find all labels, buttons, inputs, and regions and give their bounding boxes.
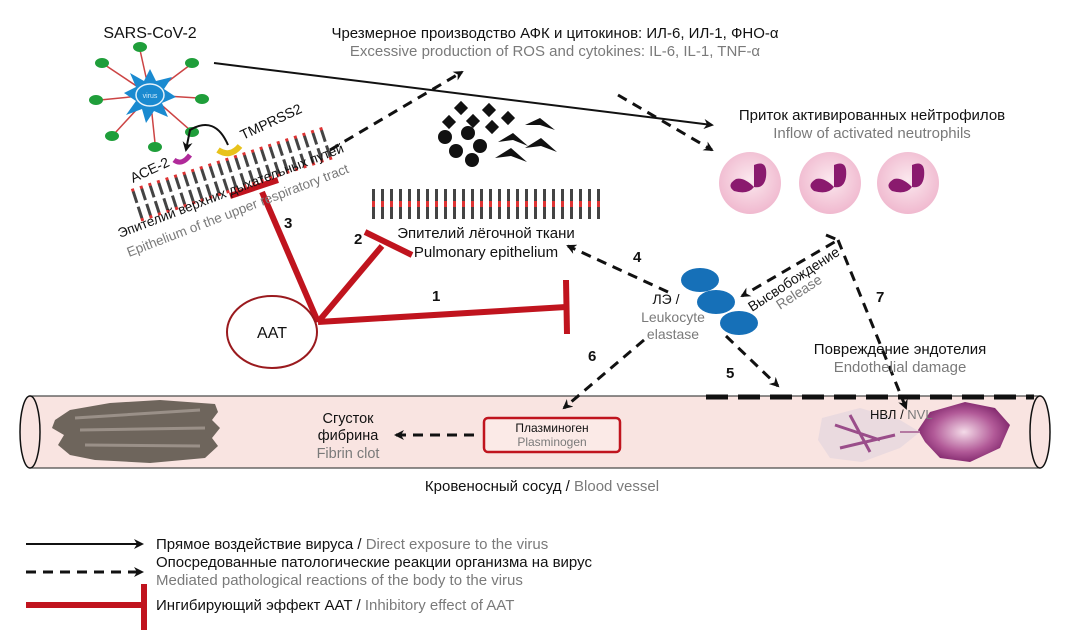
curved-arrow xyxy=(182,124,229,152)
fibrin-label-ru-2: фибрина xyxy=(318,428,380,444)
endothelial-label-ru: Повреждение эндотелия xyxy=(814,341,986,358)
legend-item-direct: Прямое воздействие вируса / Direct expos… xyxy=(156,536,548,553)
nvl-image xyxy=(818,402,1010,462)
plasminogen-box xyxy=(482,416,622,454)
inhibition-line-2 xyxy=(315,244,385,324)
pathway-number-2: 2 xyxy=(354,231,362,248)
arrow-6-plasminogen xyxy=(562,338,645,410)
ros-label-en: Excessive production of ROS and cytokine… xyxy=(350,43,761,60)
inhibition-line-3 xyxy=(259,190,321,324)
endothelial-label-en: Endothelial damage xyxy=(834,359,967,376)
arrow-4-pulmonary xyxy=(566,244,669,294)
virus-icon: virus xyxy=(89,42,209,152)
elastase-label-en-2: elastase xyxy=(647,326,699,342)
upper-respiratory-epithelium xyxy=(128,126,334,223)
aat-node xyxy=(226,295,318,369)
pathway-number-3: 3 xyxy=(284,215,292,232)
legend: Прямое воздействие вируса / Direct expos… xyxy=(26,536,592,630)
ros-label-ru: Чрезмерное производство АФК и цитокинов:… xyxy=(331,25,778,42)
aat-inhibition-lines xyxy=(229,177,570,335)
fibrin-clot-image xyxy=(52,400,220,463)
pathway-number-4: 4 xyxy=(633,249,642,266)
pathway-number-5: 5 xyxy=(726,365,734,382)
virus-label: SARS-CoV-2 xyxy=(103,25,196,42)
legend-item-mediated-ru: Опосредованные патологические реакции ор… xyxy=(156,554,592,571)
pulmonary-label-en: Pulmonary epithelium xyxy=(414,244,558,261)
elastase-label-ru: ЛЭ / xyxy=(652,291,679,307)
arrow-5-vessel xyxy=(724,334,780,388)
vessel-label: Кровеносный сосуд / Blood vessel xyxy=(425,478,659,495)
release-arrow xyxy=(740,233,842,298)
pathway-number-6: 6 xyxy=(588,348,596,365)
dashed-arrow-to-ros xyxy=(329,70,464,152)
neutrophils-label-ru: Приток активированных нейтрофилов xyxy=(739,107,1005,124)
tmprss2-receptor-icon xyxy=(216,143,243,157)
pathway-number-1: 1 xyxy=(432,288,440,305)
pathway-number-7: 7 xyxy=(876,289,884,306)
direct-exposure-arrow xyxy=(213,62,714,129)
plasminogen-label-en: Plasminogen xyxy=(517,435,586,449)
plasminogen-label-ru: Плазминоген xyxy=(515,421,588,435)
ros-cytokine-icons xyxy=(438,100,557,167)
legend-item-inhibitory: Ингибирующий эффект AAT / Inhibitory eff… xyxy=(156,597,514,614)
arrow-7-endothelial xyxy=(836,239,908,410)
fibrin-label-en: Fibrin clot xyxy=(317,446,380,462)
neutrophils-label-en: Inflow of activated neutrophils xyxy=(773,125,971,142)
legend-item-mediated-en: Mediated pathological reactions of the b… xyxy=(156,572,523,589)
inhibition-line-1 xyxy=(317,304,567,325)
elastase-label-en-1: Leukocyte xyxy=(641,309,705,325)
fibrin-label-ru-1: Сгусток xyxy=(323,411,375,427)
virus-core-label: virus xyxy=(143,93,158,100)
ace2-receptor-icon xyxy=(172,153,193,165)
pulmonary-label-ru: Эпителий лёгочной ткани xyxy=(397,225,575,242)
aat-label: AAT xyxy=(257,325,287,342)
pulmonary-epithelium-membrane xyxy=(370,185,600,219)
nvl-label: НВЛ / NVL xyxy=(870,407,933,422)
leukocyte-elastase-icon xyxy=(681,268,758,335)
dashed-arrow-to-neutrophils xyxy=(617,93,714,152)
neutrophil-icons xyxy=(719,152,939,214)
